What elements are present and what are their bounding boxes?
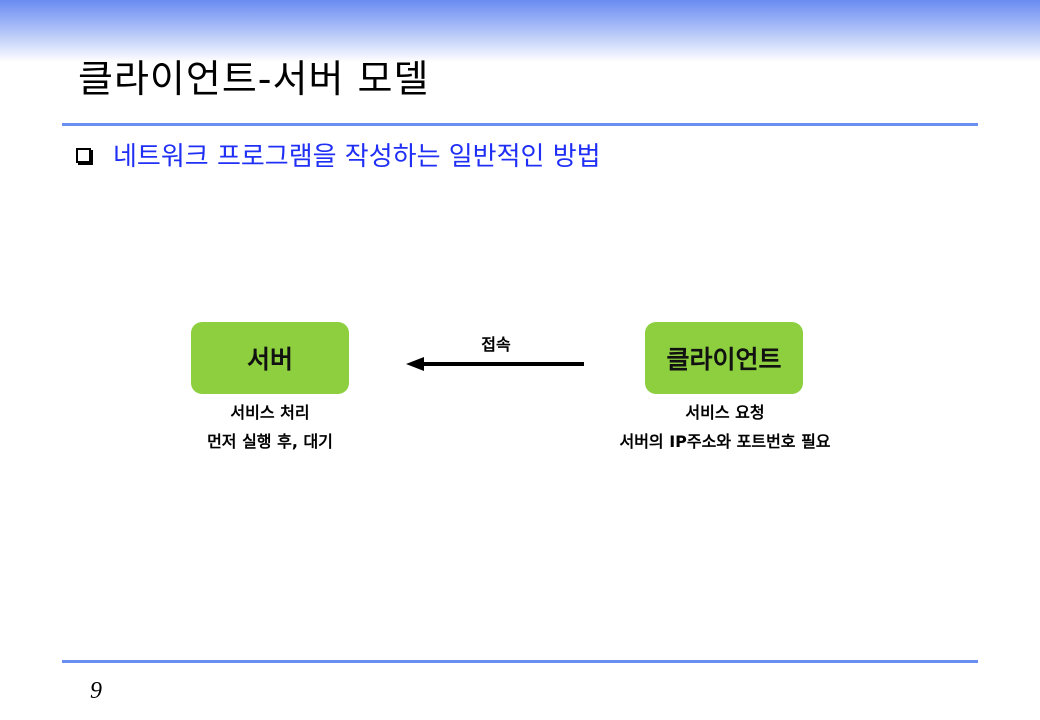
header-gradient xyxy=(0,0,1040,62)
server-label: 서버 xyxy=(246,345,293,374)
title-divider xyxy=(62,123,978,126)
bullet-text: 네트워크 프로그램을 작성하는 일반적인 방법 xyxy=(113,142,601,172)
server-caption: 서비스 처리 먼저 실행 후, 대기 xyxy=(170,398,370,456)
connection-label: 접속 xyxy=(481,335,511,354)
client-caption-line1: 서비스 요청 xyxy=(685,403,765,422)
footer-divider xyxy=(62,660,978,663)
client-label: 클라이언트 xyxy=(666,345,782,374)
server-node: 서버 xyxy=(191,322,349,394)
server-caption-line2: 먼저 실행 후, 대기 xyxy=(207,432,333,451)
square-bullet-icon xyxy=(76,148,91,163)
server-caption-line1: 서비스 처리 xyxy=(230,403,310,422)
connection-arrow xyxy=(406,357,584,371)
bullet-item: 네트워크 프로그램을 작성하는 일반적인 방법 xyxy=(76,136,601,173)
connection-arrowhead-icon xyxy=(406,357,424,371)
client-caption: 서비스 요청 서버의 IP주소와 포트번호 필요 xyxy=(575,398,875,456)
client-node: 클라이언트 xyxy=(645,322,803,394)
page-number: 9 xyxy=(90,678,102,704)
client-caption-line2: 서버의 IP주소와 포트번호 필요 xyxy=(619,432,831,451)
slide-title: 클라이언트-서버 모델 xyxy=(78,57,430,101)
